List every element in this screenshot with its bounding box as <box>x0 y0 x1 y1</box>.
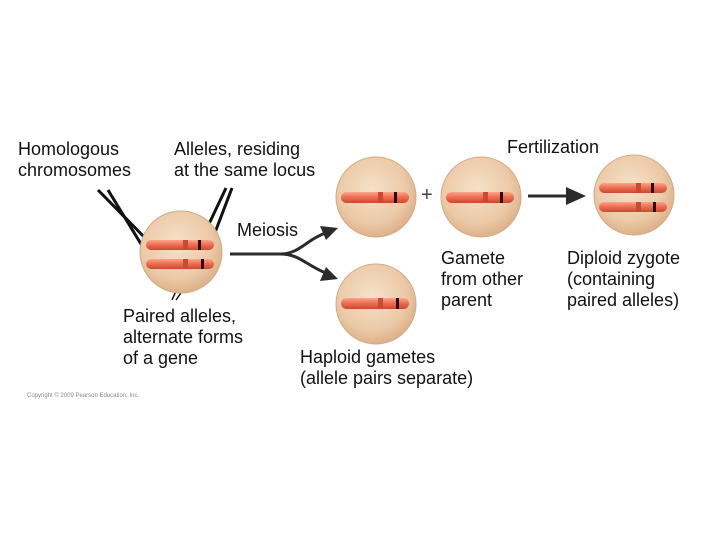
zygote-label-line1: Diploid zygote <box>567 248 681 268</box>
haploid-gamete-chromosome-bottom <box>341 298 409 309</box>
zygote-chromosome-top <box>599 183 667 193</box>
paired-label-line3: of a gene <box>123 348 199 368</box>
gamete-other-parent-label: Gamete from other parent <box>441 248 523 311</box>
paired-alleles-label: Paired alleles, alternate forms of a gen… <box>123 306 243 369</box>
fertilization-label: Fertilization <box>507 137 600 157</box>
zygote-chromosome-bottom <box>599 202 667 212</box>
paired-label-line2: alternate forms <box>123 327 244 347</box>
parent-cell <box>139 210 223 294</box>
haploid-gametes-label: Haploid gametes (allele pairs separate) <box>300 347 473 389</box>
copyright-notice: Copyright © 2009 Pearson Education, Inc. <box>27 393 140 399</box>
alleles-same-locus-label: Alleles, residing at the same locus <box>174 139 315 181</box>
other-gamete-chromosome <box>446 192 514 203</box>
diploid-zygote-cell <box>593 154 675 236</box>
zygote-label-line3: paired alleles) <box>567 290 680 310</box>
fertilization-arrow <box>528 187 586 205</box>
gamete-label-line1: Gamete <box>441 248 506 268</box>
alleles-label-line1: Alleles, residing <box>174 139 301 159</box>
haploid-label-line2: (allele pairs separate) <box>300 368 474 388</box>
parent-chromosome-bottom <box>146 259 214 269</box>
parent-chromosome-top <box>146 240 214 250</box>
haploid-label-line1: Haploid gametes <box>300 347 436 367</box>
diploid-zygote-label: Diploid zygote (containing paired allele… <box>567 248 680 311</box>
meiosis-arrowheads <box>320 226 338 281</box>
zygote-label-line2: (containing <box>567 269 656 289</box>
haploid-gamete-chromosome-top <box>341 192 409 203</box>
alleles-label-line2: at the same locus <box>174 160 316 180</box>
homologous-label-line1: Homologous <box>18 139 120 159</box>
meiosis-arrow <box>230 230 329 276</box>
gamete-label-line2: from other <box>441 269 524 289</box>
gamete-label-line3: parent <box>441 290 493 310</box>
homologous-chromosomes-label: Homologous chromosomes <box>18 139 131 181</box>
paired-label-line1: Paired alleles, <box>123 306 237 326</box>
meiosis-label: Meiosis <box>237 220 299 240</box>
homologous-label-line2: chromosomes <box>18 160 132 180</box>
plus-sign: + <box>421 184 433 206</box>
